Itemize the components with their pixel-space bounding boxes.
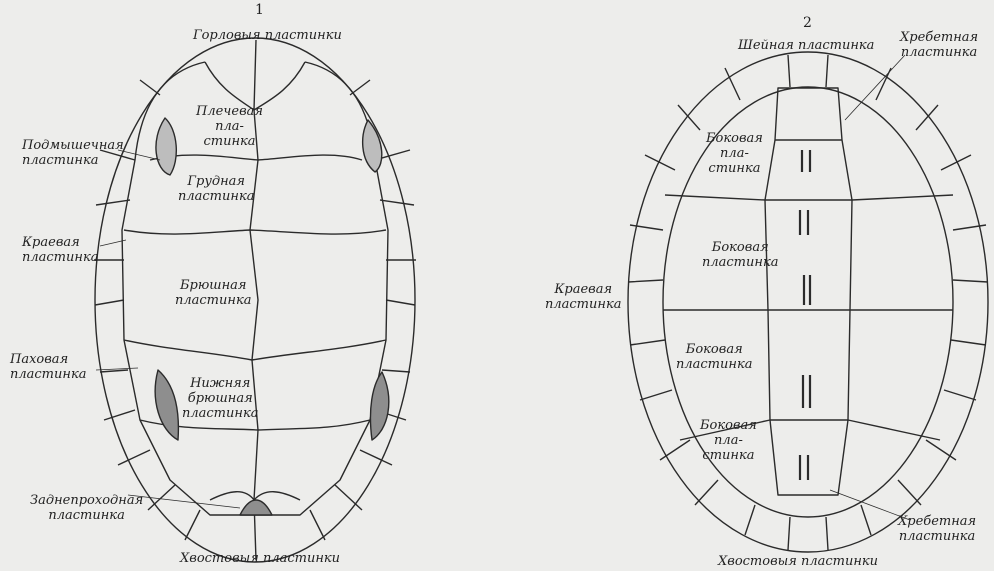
caudal-label-fig1: Хвостовыя пластинки — [180, 551, 340, 566]
vertebral-scutes — [765, 88, 852, 495]
gular-label: Горловыя пластинки — [193, 28, 342, 43]
axillary-patch-right — [363, 120, 382, 172]
figure-2-number: 2 — [803, 16, 812, 31]
figure-1-number: 1 — [255, 3, 264, 18]
carapace-leaders — [830, 55, 910, 520]
carapace-drawing — [628, 52, 988, 552]
inguinal-patch-left — [155, 370, 178, 440]
nuchal-label: Шейная пластинка — [738, 38, 874, 53]
axillary-patch-left — [156, 118, 176, 175]
anal-notch — [240, 500, 272, 515]
inguinal-patch-right — [370, 372, 388, 440]
caudal-label-fig2: Хвостовыя пластинки — [718, 554, 878, 569]
